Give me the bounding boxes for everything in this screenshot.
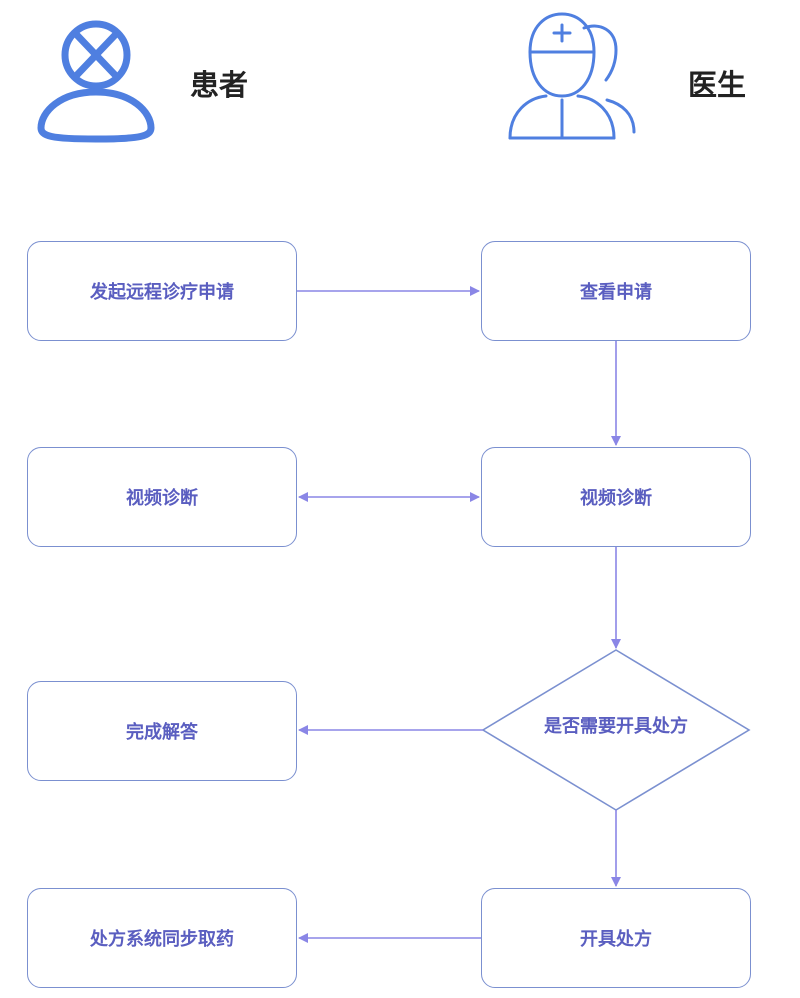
node-decision-label: 是否需要开具处方 bbox=[544, 716, 688, 737]
node-video-diagnosis-patient: 视频诊断 bbox=[27, 447, 297, 547]
node-complete-answer: 完成解答 bbox=[27, 681, 297, 781]
node-view-request: 查看申请 bbox=[481, 241, 751, 341]
patient-icon bbox=[37, 20, 155, 143]
patient-label: 患者 bbox=[190, 68, 249, 102]
node-video-diagnosis-doctor: 视频诊断 bbox=[481, 447, 751, 547]
node-initiate-request: 发起远程诊疗申请 bbox=[27, 241, 297, 341]
doctor-label: 医生 bbox=[688, 68, 747, 102]
node-issue-prescription: 开具处方 bbox=[481, 888, 751, 988]
doctor-icon bbox=[508, 12, 636, 140]
node-sync-pickup: 处方系统同步取药 bbox=[27, 888, 297, 988]
